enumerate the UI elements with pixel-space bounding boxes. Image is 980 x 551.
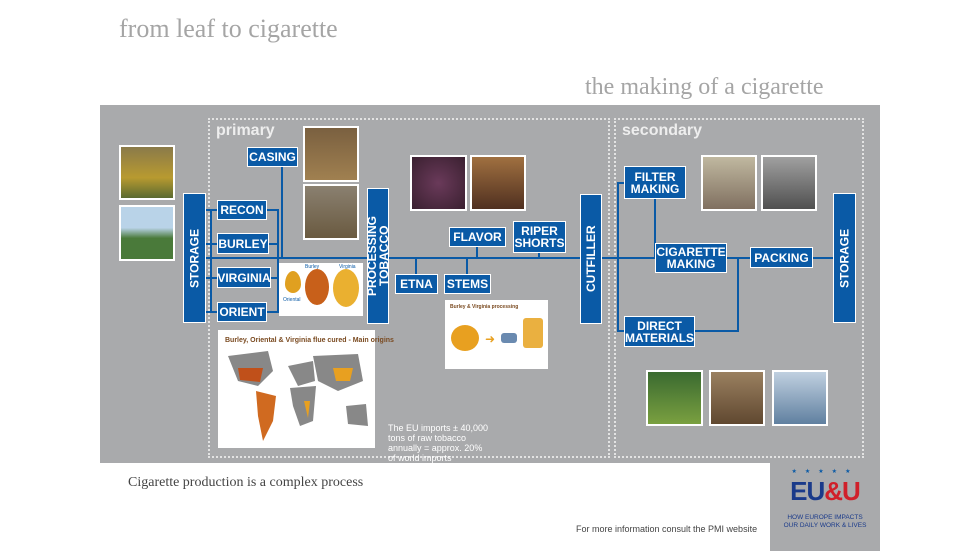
burley-box: BURLEY <box>217 233 269 254</box>
harvest-photo <box>119 145 175 200</box>
page-title: from leaf to cigarette <box>119 14 338 43</box>
logo-panel <box>770 463 880 551</box>
filter-making-box: FILTER MAKING <box>624 166 686 199</box>
cut-tobacco-icon <box>523 318 543 348</box>
orient-box: ORIENT <box>217 302 267 322</box>
connector <box>281 166 283 258</box>
virginia-label: Virginia <box>339 264 356 270</box>
factory-photo-1 <box>701 155 757 211</box>
figs-photo <box>410 155 467 211</box>
connector <box>266 209 278 211</box>
etna-box: ETNA <box>395 274 438 294</box>
connector <box>205 209 217 211</box>
logo-text: EU&U <box>790 476 861 506</box>
stems-box: STEMS <box>444 274 491 294</box>
connector <box>617 182 619 332</box>
connector <box>270 277 278 279</box>
secondary-label: secondary <box>622 122 703 139</box>
recon-box: RECON <box>217 200 267 220</box>
workers-photo <box>709 370 765 426</box>
caption: Cigarette production is a complex proces… <box>128 475 364 490</box>
primary-label: primary <box>216 122 275 139</box>
connector <box>210 209 212 312</box>
direct-materials-box: DIRECT MATERIALS <box>624 316 695 347</box>
processing-card: Burley & Virginia processing ➜ <box>445 300 548 369</box>
plants-photo <box>646 370 703 426</box>
factory-photo-2 <box>761 155 817 211</box>
oriental-leaf-icon <box>285 271 301 293</box>
secondary-section <box>614 118 864 458</box>
cylinder-icon <box>501 333 517 343</box>
leaf-icon <box>451 325 479 351</box>
connector <box>617 182 625 184</box>
virginia-leaf-icon <box>333 269 359 307</box>
riper-shorts-box: RIPER SHORTS <box>513 221 566 253</box>
connector <box>205 277 217 279</box>
vanilla-photo <box>470 155 526 211</box>
cutfiller-box: CUTFILLER <box>580 194 602 324</box>
burley-label: Burley <box>305 264 320 270</box>
stars-icon: ★★★★★ <box>791 469 859 475</box>
primary-section <box>208 118 610 458</box>
oriental-label: Oriental <box>283 297 301 303</box>
storage-right-box: STORAGE <box>833 193 856 323</box>
casing-box: CASING <box>247 147 298 167</box>
connector <box>694 330 738 332</box>
leaf-types-card: Oriental Burley Virginia <box>279 263 363 316</box>
connector <box>205 311 217 313</box>
processing-card-title: Burley & Virginia processing <box>450 304 519 310</box>
main-flow-line <box>205 257 833 259</box>
connector <box>277 209 279 313</box>
virginia-box: VIRGINIA <box>217 267 271 288</box>
connector <box>654 198 656 258</box>
connector <box>415 258 417 274</box>
packing-box: PACKING <box>750 247 813 268</box>
arrow-icon: ➜ <box>485 332 496 346</box>
connector <box>737 258 739 332</box>
connector <box>538 252 540 258</box>
casing-photo-2 <box>303 184 359 240</box>
field-photo <box>119 205 175 261</box>
more-info-link[interactable]: For more information consult the PMI web… <box>576 524 758 534</box>
port-photo <box>772 370 828 426</box>
eu-imports-note: The EU imports ± 40,000 tons of raw toba… <box>388 423 488 463</box>
connector <box>617 330 625 332</box>
storage-left-box: STORAGE <box>183 193 206 323</box>
cigarette-making-box: CIGARETTE MAKING <box>655 243 727 273</box>
origins-map-card: Burley, Oriental & Virginia flue cured -… <box>218 330 394 448</box>
map-title: Burley, Oriental & Virginia flue cured -… <box>225 337 394 344</box>
connector <box>476 246 478 258</box>
connector <box>205 243 217 245</box>
connector <box>268 243 278 245</box>
burley-leaf-icon <box>305 269 329 305</box>
processing-tobacco-box: PROCESSING TOBACCO <box>365 188 391 324</box>
caption-area <box>100 463 770 551</box>
flavor-box: FLAVOR <box>449 227 506 247</box>
page-subtitle: the making of a cigarette <box>585 74 824 100</box>
casing-photo-1 <box>303 126 359 182</box>
connector <box>466 258 468 274</box>
world-map-icon <box>228 351 368 441</box>
connector <box>266 311 278 313</box>
